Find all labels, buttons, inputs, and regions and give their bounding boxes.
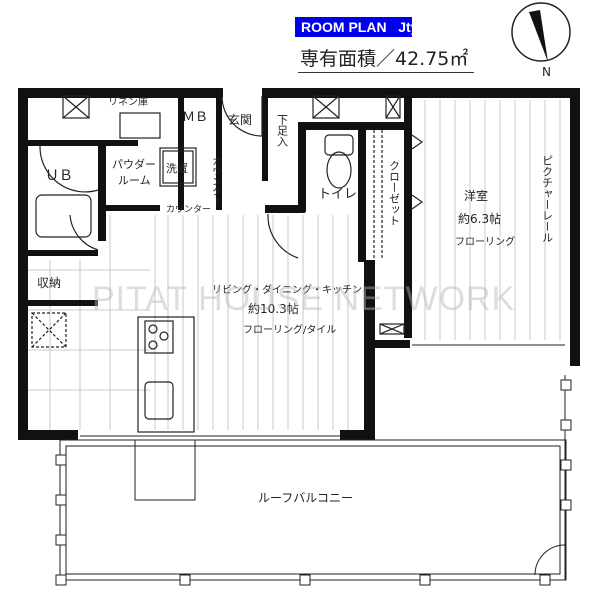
ldk-flooring bbox=[28, 215, 349, 430]
label-entrance: 玄関 bbox=[228, 112, 252, 127]
entrance-door bbox=[221, 95, 263, 137]
label-linen: リネン庫 bbox=[108, 95, 148, 108]
stove-icon bbox=[144, 320, 174, 354]
compass-label: N bbox=[542, 65, 551, 79]
label-western: 洋室 bbox=[464, 188, 488, 203]
walls bbox=[18, 88, 580, 440]
toilet-tank bbox=[324, 134, 354, 156]
label-shoe: 下足入 bbox=[276, 114, 289, 147]
label-ldk-floor: フローリング/タイル bbox=[243, 323, 336, 336]
room-labels: リネン庫 ＭＢ 玄関 下足入 ＵＢ パウダー ルーム 洗置 カウンター カウンタ… bbox=[37, 95, 554, 505]
toilet-door bbox=[267, 213, 299, 259]
western-flooring bbox=[424, 100, 561, 340]
watermark: PITAT HOUSE NETWORK bbox=[92, 280, 516, 318]
label-counter-h: カウンター bbox=[166, 204, 211, 215]
roof-balcony bbox=[55, 344, 572, 586]
label-balcony: ルーフバルコニー bbox=[258, 491, 353, 505]
label-powder-2: ルーム bbox=[118, 174, 151, 187]
label-toilet: トイレ bbox=[318, 187, 357, 202]
label-western-size: 約6.3帖 bbox=[458, 211, 501, 226]
label-ldk-size: 約10.3帖 bbox=[248, 301, 299, 316]
vents bbox=[31, 95, 405, 348]
washer-space bbox=[159, 147, 197, 187]
toilet-bowl bbox=[326, 151, 352, 189]
label-mb: ＭＢ bbox=[182, 110, 208, 125]
bathtub bbox=[35, 194, 92, 238]
label-powder-1: パウダー bbox=[112, 157, 156, 171]
floor-area: 専有面積／42.75㎡ bbox=[298, 44, 475, 73]
label-closet: クローゼット bbox=[388, 160, 401, 226]
label-picture-rail: ピクチャーレール bbox=[541, 155, 554, 243]
label-counter-v: カウンター bbox=[210, 156, 222, 206]
compass-icon: N bbox=[511, 2, 571, 79]
label-storage: 収納 bbox=[37, 276, 61, 290]
ub-door bbox=[39, 145, 99, 193]
label-washer: 洗置 bbox=[166, 162, 188, 175]
sink-icon bbox=[144, 381, 174, 420]
plan-title: ROOM PLAN Jtype bbox=[295, 17, 435, 37]
label-ub: ＵＢ bbox=[45, 168, 73, 184]
label-western-floor: フローリング bbox=[455, 235, 515, 248]
label-ldk: リビング・ダイニング・キッチン bbox=[212, 283, 362, 296]
fixtures bbox=[35, 95, 424, 433]
linen-shelf bbox=[119, 112, 161, 139]
kitchen-counter bbox=[137, 316, 195, 433]
balcony-door bbox=[534, 544, 566, 576]
